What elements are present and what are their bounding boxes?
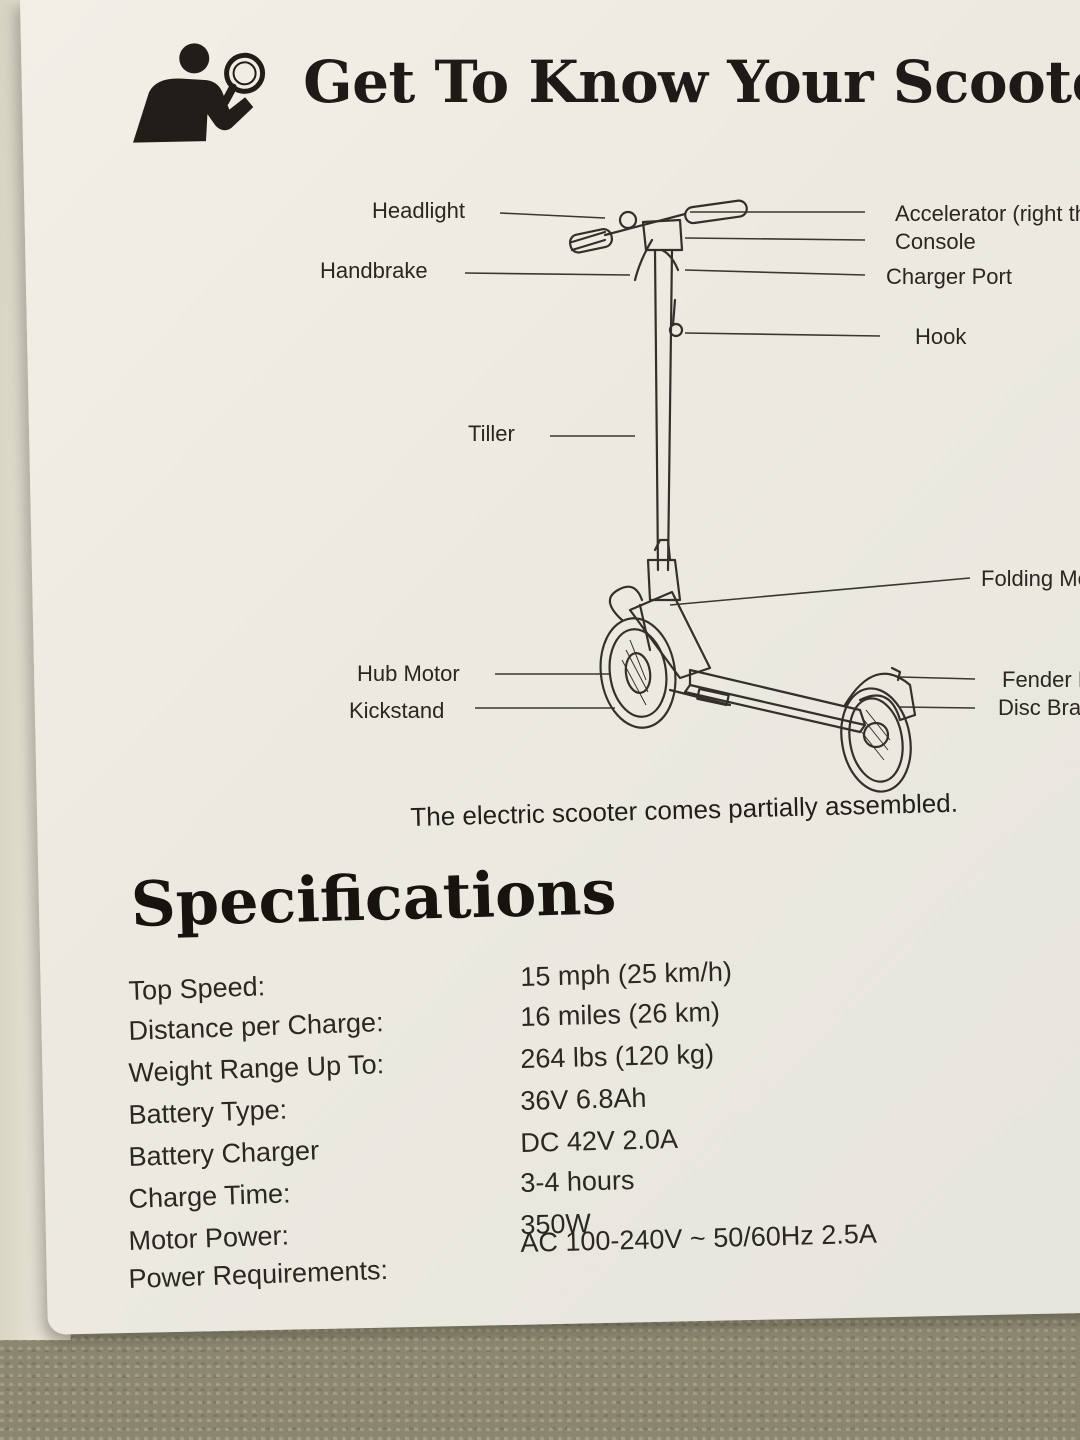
- label-console: Console: [895, 229, 976, 254]
- spec-value: 3-4 hours: [520, 1165, 635, 1198]
- label-disc-brake: Disc Brak: [998, 695, 1080, 720]
- spec-label: Weight Range Up To:: [128, 1049, 385, 1088]
- label-hook: Hook: [915, 324, 967, 349]
- spec-value: 36V 6.8Ah: [520, 1082, 647, 1116]
- label-fender-brake: Fender B: [1002, 667, 1080, 692]
- label-folding-mechanism: Folding Me: [981, 566, 1080, 591]
- spec-label: Charge Time:: [128, 1178, 292, 1214]
- spec-label: Top Speed:: [128, 971, 266, 1006]
- spec-value: 15 mph (25 km/h): [520, 956, 733, 992]
- spec-label: Distance per Charge:: [128, 1007, 385, 1046]
- label-headlight: Headlight: [372, 198, 465, 223]
- spec-label: Motor Power:: [128, 1220, 290, 1256]
- spec-value: 264 lbs (120 kg): [520, 1038, 715, 1074]
- scooter-diagram: [464, 199, 976, 793]
- label-tiller: Tiller: [468, 421, 515, 446]
- spec-label: Battery Type:: [128, 1094, 288, 1130]
- spec-row: Power Requirements: AC 100-240V ~ 50/60H…: [128, 1219, 1028, 1304]
- label-hub-motor: Hub Motor: [357, 661, 460, 686]
- spec-label: Battery Charger: [128, 1135, 320, 1172]
- page-title: Get To Know Your Scooter: [303, 48, 1080, 117]
- manual-page: Get To Know Your Scooter: [20, 0, 1080, 1335]
- label-accelerator: Accelerator (right thu: [895, 201, 1080, 226]
- label-kickstand: Kickstand: [349, 698, 445, 723]
- specifications-heading: Specifications: [130, 855, 618, 941]
- label-handbrake: Handbrake: [320, 258, 428, 283]
- label-charger-port: Charger Port: [886, 264, 1012, 289]
- spec-value: 16 miles (26 km): [520, 996, 721, 1032]
- spec-value: DC 42V 2.0A: [520, 1123, 679, 1158]
- person-magnifier-icon: [133, 43, 266, 143]
- specifications-list: Top Speed: 15 mph (25 km/h) Distance per…: [128, 956, 1028, 1298]
